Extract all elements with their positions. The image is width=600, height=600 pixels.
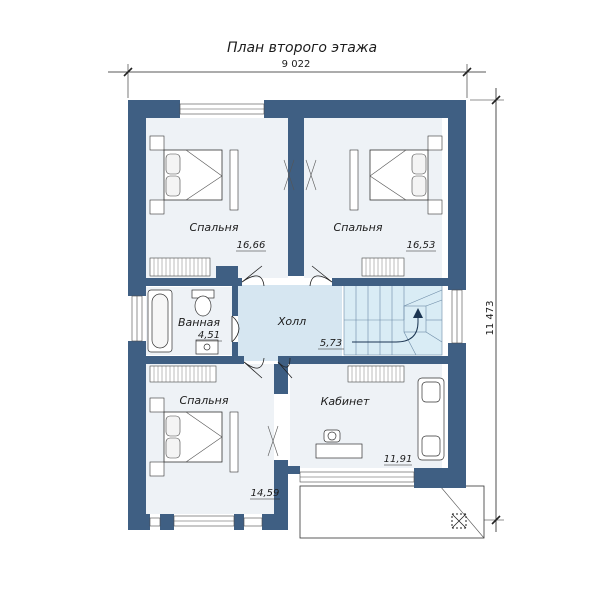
- plan-title: План второго этажа: [227, 40, 377, 56]
- room-area: 16,66: [237, 240, 266, 251]
- room-name: Спальня: [180, 394, 229, 407]
- room-office: Кабинет 11,91: [321, 395, 413, 466]
- room-name: Спальня: [190, 221, 239, 234]
- width-dimension-label: 9 022: [282, 59, 311, 70]
- room-hall: Холл 5,73: [277, 315, 344, 350]
- room-area: 4,51: [198, 330, 220, 341]
- doors: [231, 265, 333, 379]
- height-dimension: 11 473: [470, 88, 504, 532]
- room-area: 14,59: [251, 488, 280, 499]
- hall-floor: [238, 285, 342, 361]
- bed-bedroom-3: [149, 397, 279, 477]
- width-dimension: 9 022: [108, 59, 486, 98]
- room-area: 11,91: [384, 454, 413, 465]
- room-name: Холл: [277, 315, 306, 328]
- bed-bedroom-1: [149, 135, 295, 215]
- room-bedroom-3: Спальня 14,59: [180, 394, 280, 500]
- room-bedroom-2: Спальня 16,53: [334, 221, 436, 252]
- office-furniture: [315, 377, 445, 461]
- windows: [131, 103, 463, 527]
- terrace: [299, 485, 485, 539]
- room-name: Спальня: [334, 221, 383, 234]
- height-dimension-label: 11 473: [485, 301, 496, 336]
- bathroom-fixtures: [147, 289, 219, 355]
- staircase: [343, 284, 443, 356]
- bed-bedroom-2: [305, 135, 443, 215]
- room-name: Ванная: [178, 316, 220, 329]
- room-bathroom: Ванная 4,51: [178, 316, 222, 342]
- room-name: Кабинет: [321, 395, 370, 408]
- walls: [128, 100, 466, 530]
- room-area: 5,73: [320, 338, 342, 349]
- room-area: 16,53: [407, 240, 436, 251]
- room-bedroom-1: Спальня 16,66: [190, 221, 266, 252]
